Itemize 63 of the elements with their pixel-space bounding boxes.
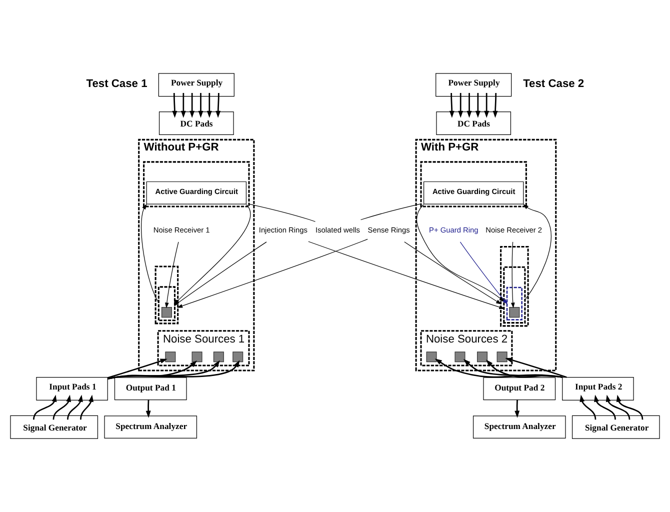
node-box <box>509 307 520 318</box>
node-box <box>161 307 172 318</box>
arrow <box>606 394 630 420</box>
cluster <box>143 161 250 208</box>
arrow <box>172 92 178 118</box>
node-box: Signal Generator <box>10 415 98 439</box>
node-box: Power Supply <box>158 73 234 97</box>
node-box: Input Pads 2 <box>562 376 634 400</box>
arrow <box>616 394 644 420</box>
arrow <box>107 360 198 380</box>
node-box: Signal Generator <box>572 415 660 439</box>
node-box <box>454 352 466 362</box>
arrow <box>580 394 596 420</box>
node-box <box>496 352 508 362</box>
cluster <box>506 286 522 320</box>
arrow <box>216 92 221 118</box>
arrow <box>492 92 498 118</box>
arrow <box>52 394 72 420</box>
arrow <box>522 204 552 300</box>
node-box: Output Pad 2 <box>483 377 556 400</box>
arrow <box>486 360 563 378</box>
arrow <box>449 92 454 118</box>
arrow <box>108 360 220 380</box>
node-box <box>232 352 244 362</box>
connector <box>360 204 422 220</box>
node-box <box>165 352 176 362</box>
arrow <box>108 360 240 380</box>
label: Test Case 2 <box>523 78 584 90</box>
arrow <box>108 358 168 378</box>
arrow <box>146 400 151 418</box>
arrow <box>514 400 520 418</box>
arrow <box>463 359 563 378</box>
node-box <box>192 352 202 362</box>
arrow <box>594 394 616 420</box>
arrow <box>510 242 515 308</box>
arrow <box>180 92 186 118</box>
arrow <box>33 394 57 420</box>
label: Test Case 1 <box>86 78 148 90</box>
arrow <box>80 394 94 420</box>
node-box: Spectrum Analyzer <box>104 416 198 439</box>
arrow <box>466 92 472 118</box>
node-box: Input Pads 1 <box>36 376 108 400</box>
arrow <box>484 92 490 118</box>
cluster <box>158 286 176 322</box>
node-box <box>426 352 437 362</box>
node-box: Output Pad 1 <box>114 377 187 400</box>
arrow <box>176 238 368 308</box>
arrow <box>67 394 83 420</box>
arrow <box>458 92 464 118</box>
arrow <box>140 204 159 304</box>
node-box: Spectrum Analyzer <box>472 416 566 439</box>
arrow <box>434 358 563 378</box>
arrow <box>206 92 212 118</box>
cluster <box>420 161 527 208</box>
arrow <box>475 92 480 118</box>
arrow <box>198 92 204 118</box>
node-box: Power Supply <box>436 73 512 97</box>
arrow <box>404 242 502 304</box>
node-box <box>477 352 488 362</box>
arrow <box>505 358 567 378</box>
connector <box>248 204 316 222</box>
arrow <box>190 92 195 118</box>
node-box <box>213 352 224 362</box>
